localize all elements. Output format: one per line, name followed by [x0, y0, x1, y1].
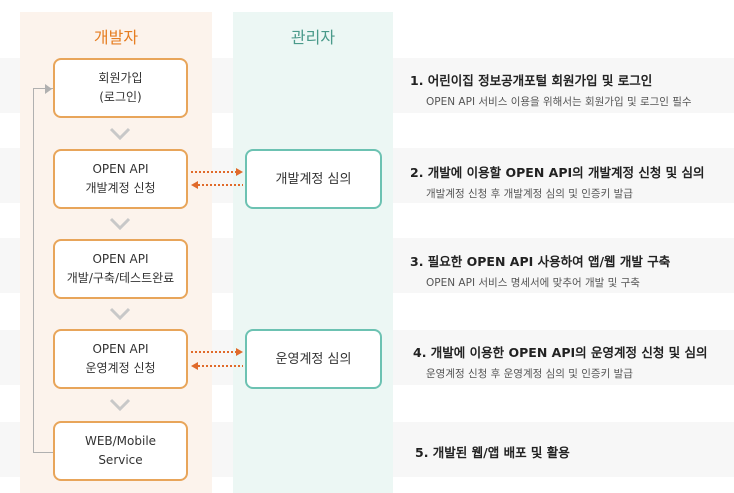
- step-description: OPEN API 서비스 명세서에 맞추어 개발 및 구축: [426, 277, 640, 289]
- chevron-down-icon: [109, 307, 131, 321]
- admin-column: 관리자: [233, 12, 393, 493]
- dev-box-label: OPEN API: [92, 342, 149, 356]
- step-title: 2. 개발에 이용할 OPEN API의 개발계정 신청 및 심의: [410, 165, 705, 180]
- step-title: 1. 어린이집 정보공개포털 회원가입 및 로그인: [410, 73, 653, 88]
- dev-box-label: OPEN API: [92, 162, 149, 176]
- chevron-down-icon: [109, 217, 131, 231]
- dev-box-label: (로그인): [99, 90, 142, 104]
- step-3: 3. 필요한 OPEN API 사용하여 앱/웹 개발 구축 OPEN API …: [410, 251, 670, 290]
- step-description: OPEN API 서비스 이용을 위해서는 회원가입 및 로그인 필수: [426, 96, 692, 108]
- step-title: 4. 개발에 이용한 OPEN API의 운영계정 신청 및 심의: [413, 345, 708, 360]
- step-title: 3. 필요한 OPEN API 사용하여 앱/웹 개발 구축: [410, 254, 671, 269]
- dev-box-label: 운영계정 신청: [85, 361, 156, 375]
- dev-box-label: 개발/구축/테스트완료: [66, 271, 175, 285]
- dev-box-signup: 회원가입 (로그인): [53, 58, 188, 118]
- chevron-down-icon: [109, 127, 131, 141]
- step-title: 5. 개발된 웹/앱 배포 및 활용: [415, 445, 570, 460]
- step-5: 5. 개발된 웹/앱 배포 및 활용: [415, 442, 570, 461]
- loop-back-arrowhead: [45, 84, 52, 94]
- dev-box-label: 회원가입: [98, 71, 143, 85]
- admin-box-prod-review: 운영계정 심의: [245, 329, 382, 389]
- dotted-arrow-left-icon: [191, 362, 243, 370]
- dotted-arrow-right-icon: [191, 168, 243, 176]
- step-1: 1. 어린이집 정보공개포털 회원가입 및 로그인 OPEN API 서비스 이…: [410, 70, 692, 109]
- dotted-arrow-left-icon: [191, 181, 243, 189]
- dev-box-dev-account: OPEN API 개발계정 신청: [53, 149, 188, 209]
- admin-column-title: 관리자: [290, 28, 336, 47]
- step-2: 2. 개발에 이용할 OPEN API의 개발계정 신청 및 심의 개발계정 신…: [410, 162, 705, 201]
- loop-back-line: [33, 88, 54, 453]
- step-description: 운영계정 신청 후 운영계정 심의 및 인증키 발급: [426, 368, 633, 380]
- dev-box-label: 개발계정 신청: [85, 181, 156, 195]
- dotted-arrow-right-icon: [191, 348, 243, 356]
- dev-box-label: Service: [98, 453, 143, 467]
- dev-box-build: OPEN API 개발/구축/테스트완료: [53, 239, 188, 299]
- dev-box-label: OPEN API: [92, 252, 149, 266]
- step-4: 4. 개발에 이용한 OPEN API의 운영계정 신청 및 심의 운영계정 신…: [413, 342, 708, 381]
- admin-box-label: 개발계정 심의: [275, 171, 352, 187]
- admin-box-label: 운영계정 심의: [275, 351, 352, 367]
- dev-box-service: WEB/Mobile Service: [53, 421, 188, 481]
- developer-column-title: 개발자: [93, 28, 139, 47]
- dev-box-prod-account: OPEN API 운영계정 신청: [53, 329, 188, 389]
- dev-box-label: WEB/Mobile: [84, 434, 157, 448]
- step-description: 개발계정 신청 후 개발계정 심의 및 인증키 발급: [426, 188, 633, 200]
- chevron-down-icon: [109, 398, 131, 412]
- admin-box-dev-review: 개발계정 심의: [245, 149, 382, 209]
